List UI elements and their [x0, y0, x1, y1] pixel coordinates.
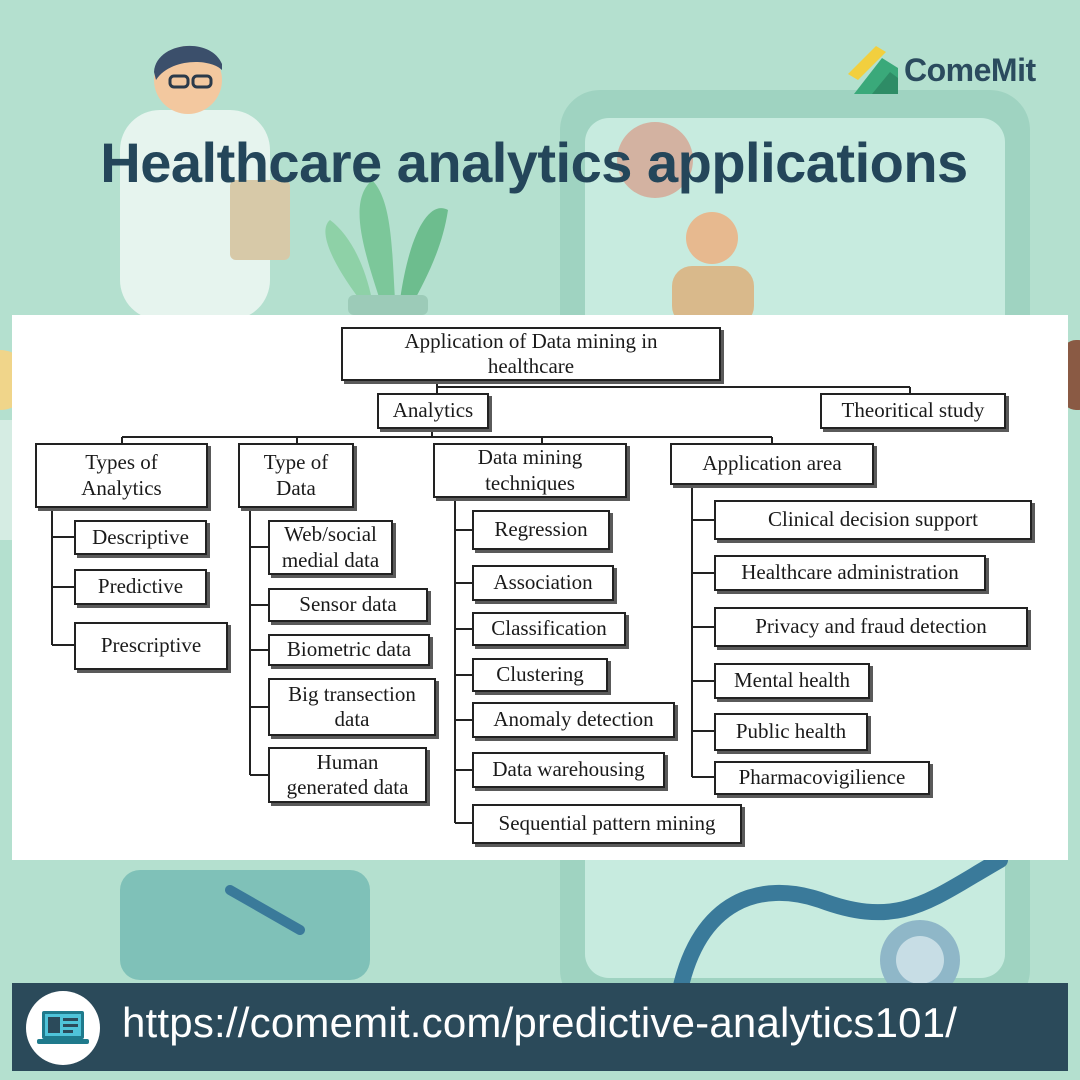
- root-node: Application of Data mining in healthcare: [341, 327, 721, 381]
- list-item: Pharmacovigilience: [714, 761, 930, 795]
- category-node-type-of-data: Type of Data: [238, 443, 354, 508]
- laptop-icon-badge: [26, 991, 100, 1065]
- brand-name: ComeMit: [904, 52, 1036, 88]
- list-item: Data warehousing: [472, 752, 665, 788]
- list-item: Sequential pattern mining: [472, 804, 742, 844]
- doctor-illustration: [120, 45, 290, 320]
- list-item: Human generated data: [268, 747, 427, 803]
- list-item: Clustering: [472, 658, 608, 692]
- list-item: Classification: [472, 612, 626, 646]
- diagram-panel: Application of Data mining in healthcare…: [12, 315, 1068, 860]
- list-item: Privacy and fraud detection: [714, 607, 1028, 647]
- diagram-connectors: [51, 381, 911, 824]
- list-item: Web/social medial data: [268, 520, 393, 575]
- list-item: Public health: [714, 713, 868, 751]
- list-item: Sensor data: [268, 588, 428, 622]
- list-item: Regression: [472, 510, 610, 550]
- footer-bar: https://comemit.com/predictive-analytics…: [12, 983, 1068, 1071]
- category-node-data-mining-techniques: Data mining techniques: [433, 443, 627, 498]
- comemit-logo: ComeMit: [842, 38, 1062, 100]
- patient-illustration: [617, 122, 754, 326]
- device-illustration: [120, 870, 370, 980]
- list-item: Anomaly detection: [472, 702, 675, 738]
- list-item: Association: [472, 565, 614, 601]
- laptop-icon: [37, 1011, 89, 1044]
- list-item: Healthcare administration: [714, 555, 986, 591]
- theoretical-study-node: Theoritical study: [820, 393, 1006, 429]
- list-item: Descriptive: [74, 520, 207, 555]
- list-item: Prescriptive: [74, 622, 228, 670]
- list-item: Predictive: [74, 569, 207, 605]
- list-item: Mental health: [714, 663, 870, 699]
- list-item: Clinical decision support: [714, 500, 1032, 540]
- analytics-node: Analytics: [377, 393, 489, 429]
- footer-link[interactable]: https://comemit.com/predictive-analytics…: [122, 999, 958, 1046]
- list-item: Biometric data: [268, 634, 430, 666]
- stethoscope-illustration: [672, 852, 1008, 1000]
- category-node-types-of-analytics: Types of Analytics: [35, 443, 208, 508]
- category-node-application-area: Application area: [670, 443, 874, 485]
- page-title: Healthcare analytics applications: [100, 131, 968, 194]
- logo-mark-icon: [848, 46, 898, 94]
- list-item: Big transection data: [268, 678, 436, 736]
- plant-illustration: [325, 180, 448, 315]
